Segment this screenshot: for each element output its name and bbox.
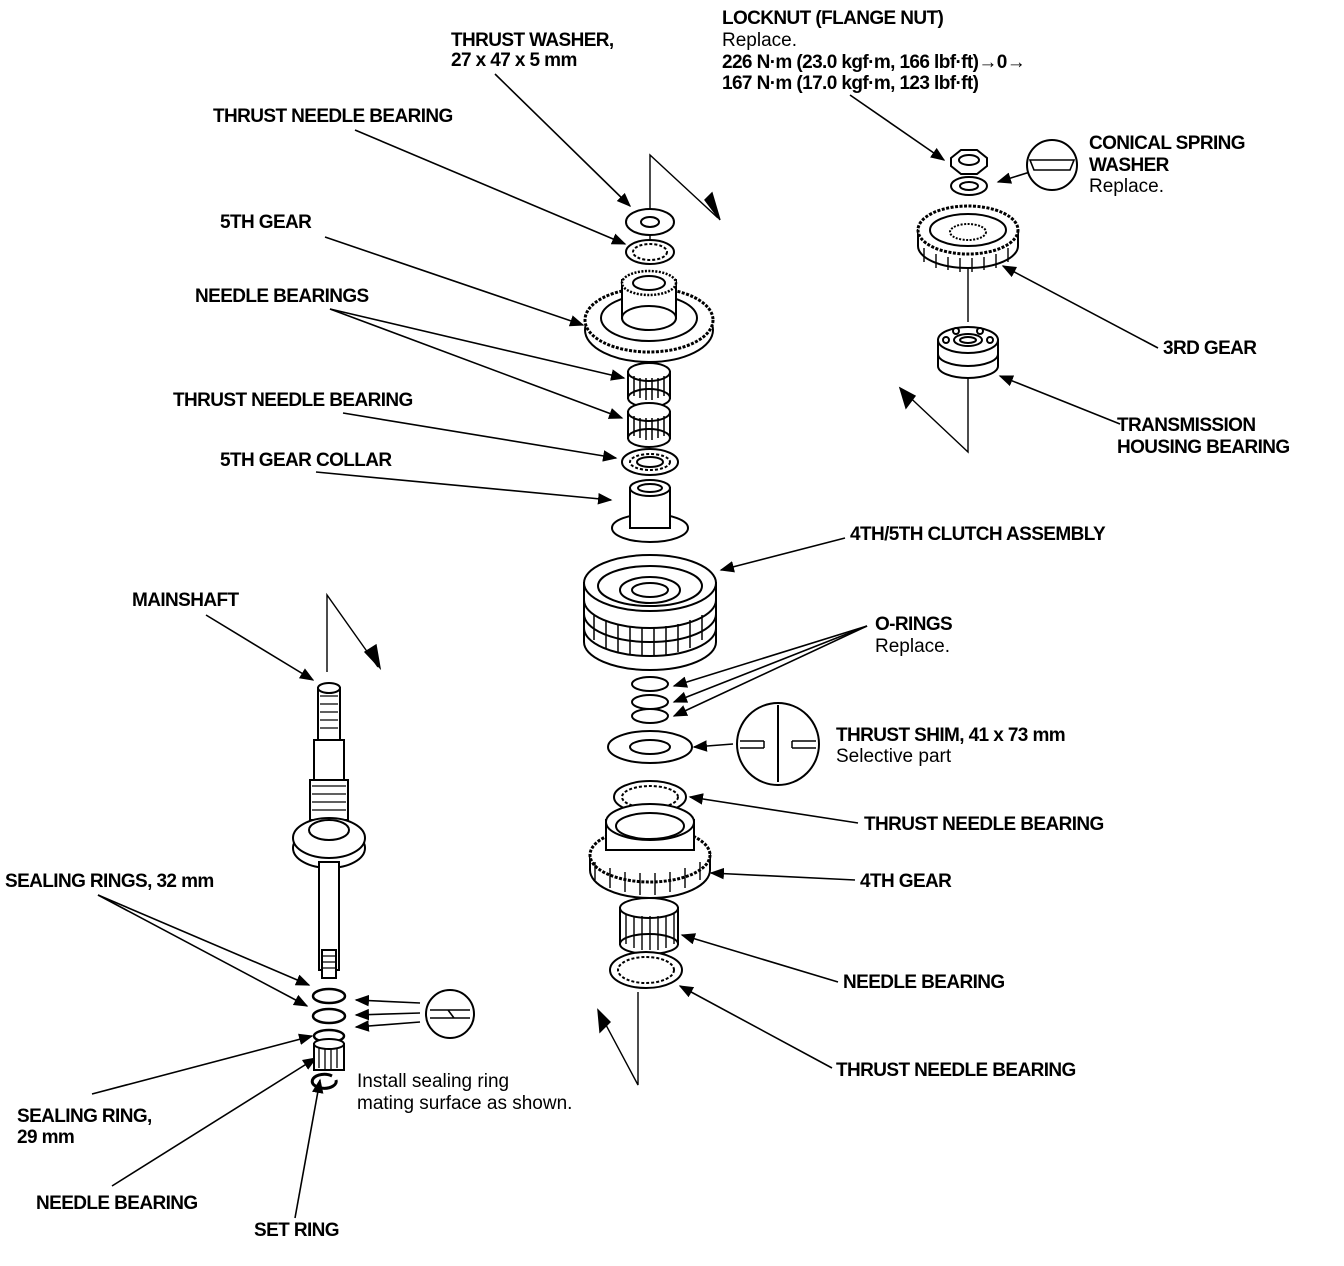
- label-install-note-2: mating surface as shown.: [357, 1093, 573, 1114]
- part-mainshaft: [292, 682, 366, 979]
- part-transmission-housing-bearing: [937, 326, 999, 379]
- label-install-note: Install sealing ring: [357, 1071, 510, 1092]
- label-needle-bearings: NEEDLE BEARINGS: [195, 286, 369, 307]
- label-mainshaft: MAINSHAFT: [132, 590, 239, 611]
- part-thrust-needle-bearing-bottom: [609, 951, 683, 989]
- label-third-gear: 3RD GEAR: [1163, 338, 1257, 359]
- label-thrust-needle-bearing-bottom: THRUST NEEDLE BEARING: [836, 1060, 1076, 1081]
- part-needle-bearing-upper: [627, 362, 671, 408]
- label-thrust-needle-bearing-lower: THRUST NEEDLE BEARING: [864, 814, 1104, 835]
- label-transmission-housing-bearing: TRANSMISSION: [1117, 415, 1256, 436]
- label-locknut-torque-2: 167 N·m (17.0 kgf·m, 123 lbf·ft): [722, 73, 979, 94]
- part-thrust-washer: [625, 208, 675, 236]
- label-set-ring: SET RING: [254, 1220, 340, 1241]
- label-o-rings: O-RINGS: [875, 614, 953, 635]
- part-fifth-gear: [583, 269, 715, 363]
- assembly-axis-lines: [326, 153, 969, 1086]
- label-thrust-washer-size: 27 x 47 x 5 mm: [451, 50, 577, 71]
- label-thrust-needle-bearing-top: THRUST NEEDLE BEARING: [213, 106, 453, 127]
- part-thrust-shim: [607, 730, 693, 764]
- label-fourth-gear: 4TH GEAR: [860, 871, 952, 892]
- part-clutch-assembly: [583, 554, 717, 671]
- label-sealing-ring-29: SEALING RING,: [17, 1106, 152, 1127]
- label-clutch-assembly: 4TH/5TH CLUTCH ASSEMBLY: [850, 524, 1106, 545]
- label-fifth-gear: 5TH GEAR: [220, 212, 312, 233]
- label-locknut: LOCKNUT (FLANGE NUT): [722, 8, 944, 29]
- part-third-gear: [916, 204, 1020, 272]
- part-needle-bearing-lower: [627, 402, 671, 448]
- label-transmission-housing-bearing-2: HOUSING BEARING: [1117, 437, 1290, 458]
- label-conical-spring-washer: CONICAL SPRING: [1089, 133, 1246, 154]
- label-locknut-torque-1: 226 N·m (23.0 kgf·m, 166 lbf·ft)→0→: [722, 52, 1026, 73]
- label-thrust-shim: THRUST SHIM, 41 x 73 mm: [836, 725, 1066, 746]
- part-conical-spring-washer: [950, 176, 988, 196]
- part-needle-bearing-left: [313, 1038, 345, 1071]
- label-thrust-needle-bearing-mid: THRUST NEEDLE BEARING: [173, 390, 413, 411]
- part-fifth-gear-collar: [611, 479, 689, 543]
- part-set-ring: [310, 1072, 338, 1090]
- label-conical-spring-washer-note: Replace.: [1089, 176, 1164, 197]
- part-thrust-needle-bearing-top: [625, 239, 675, 265]
- part-sealing-rings-32: [311, 987, 347, 1025]
- part-fourth-gear: [588, 803, 712, 899]
- label-conical-spring-washer-2: WASHER: [1089, 155, 1169, 176]
- part-o-rings: [631, 676, 669, 724]
- part-needle-bearing-right: [619, 897, 679, 955]
- label-o-rings-note: Replace.: [875, 636, 950, 657]
- sealing-ring-detail-icon: [425, 989, 475, 1039]
- label-thrust-shim-note: Selective part: [836, 746, 952, 767]
- label-sealing-ring-29-size: 29 mm: [17, 1127, 75, 1148]
- part-locknut: [950, 149, 988, 175]
- label-needle-bearing-left: NEEDLE BEARING: [36, 1193, 198, 1214]
- label-needle-bearing-right: NEEDLE BEARING: [843, 972, 1005, 993]
- part-thrust-needle-bearing-mid: [621, 448, 679, 476]
- label-locknut-note: Replace.: [722, 30, 797, 51]
- label-fifth-gear-collar: 5TH GEAR COLLAR: [220, 450, 392, 471]
- label-sealing-rings-32: SEALING RINGS, 32 mm: [5, 871, 214, 892]
- leader-lines: [91, 73, 1159, 1219]
- thrust-shim-detail-icon: [736, 702, 820, 786]
- label-thrust-washer: THRUST WASHER,: [451, 30, 614, 51]
- conical-spring-washer-detail-icon: [1026, 139, 1078, 191]
